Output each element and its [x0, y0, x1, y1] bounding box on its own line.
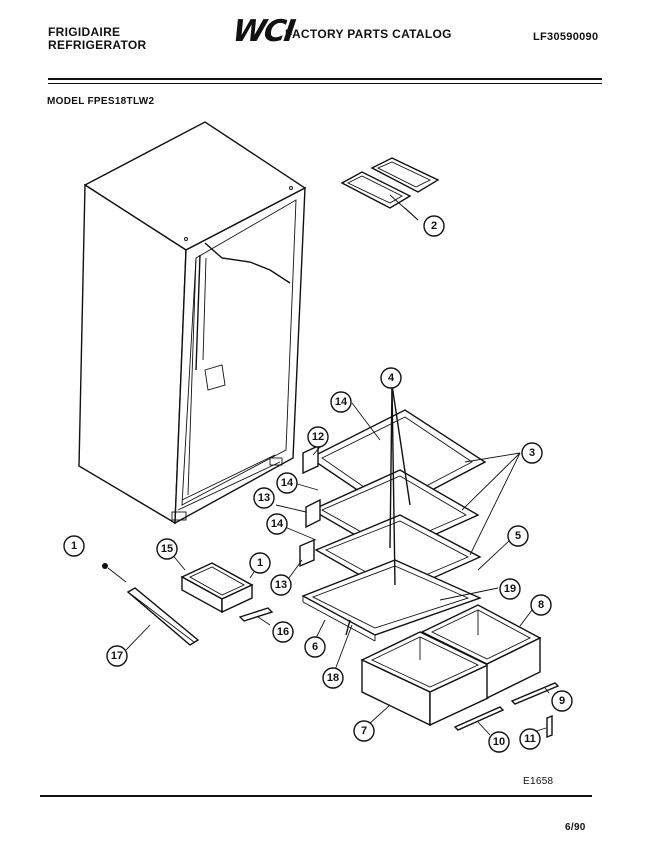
- shelf-top: [302, 409, 487, 513]
- svg-text:2: 2: [431, 220, 437, 232]
- callout-17: 17: [106, 645, 128, 667]
- callout-6: 6: [304, 636, 326, 658]
- callout-9: 9: [551, 690, 573, 712]
- callout-5: 5: [507, 525, 529, 547]
- svg-text:16: 16: [277, 626, 289, 638]
- svg-text:3: 3: [529, 447, 535, 459]
- header-rule-bottom: [48, 83, 602, 84]
- crisper-cover: [301, 559, 482, 642]
- header-rule-top: [48, 78, 602, 80]
- dairy-bin: [180, 562, 254, 614]
- shelf-lower: [299, 514, 482, 596]
- brand-line-1: FRIGIDAIRE: [48, 25, 121, 39]
- svg-text:15: 15: [161, 543, 173, 555]
- screw-1: [102, 563, 127, 583]
- callout-3: 3: [521, 442, 543, 464]
- svg-text:13: 13: [258, 492, 270, 504]
- callout-19: 19: [499, 578, 521, 600]
- ice-trays: [340, 157, 440, 209]
- cabinet: [78, 121, 307, 525]
- svg-text:17: 17: [111, 650, 123, 662]
- figure-code: E1658: [523, 776, 554, 787]
- leader-lines: [125, 194, 550, 736]
- svg-text:1: 1: [257, 557, 263, 569]
- callout-14-lower: 14: [266, 513, 288, 535]
- door-rail: [126, 587, 200, 646]
- callout-1-dairy: 1: [249, 552, 271, 574]
- shelf-stem-lines: [389, 384, 411, 586]
- callout-12: 12: [307, 426, 329, 448]
- drawer-slides: [453, 682, 560, 739]
- callout-11: 11: [519, 728, 541, 750]
- crisper-drawer-right: [420, 604, 542, 700]
- svg-text:9: 9: [559, 695, 565, 707]
- svg-text:14: 14: [335, 396, 348, 408]
- callout-10: 10: [488, 731, 510, 753]
- svg-text:18: 18: [327, 672, 339, 684]
- brand-line-2: REFRIGERATOR: [48, 38, 147, 52]
- callout-14-top: 14: [330, 391, 352, 413]
- svg-text:13: 13: [275, 579, 287, 591]
- date-code: 6/90: [565, 822, 586, 833]
- brand-name: FRIGIDAIRE REFRIGERATOR: [48, 26, 147, 52]
- callout-8: 8: [530, 594, 552, 616]
- svg-text:11: 11: [524, 733, 536, 745]
- catalog-number: LF30590090: [533, 31, 599, 43]
- svg-text:12: 12: [312, 431, 324, 443]
- svg-text:7: 7: [361, 725, 367, 737]
- svg-text:8: 8: [538, 599, 544, 611]
- callout-4: 4: [380, 367, 402, 389]
- callout-7: 7: [353, 720, 375, 742]
- svg-text:14: 14: [281, 477, 294, 489]
- callout-1-screw: 1: [63, 535, 85, 557]
- svg-text:19: 19: [504, 583, 516, 595]
- svg-text:10: 10: [493, 736, 505, 748]
- svg-text:5: 5: [515, 530, 521, 542]
- catalog-title: FACTORY PARTS CATALOG: [285, 27, 452, 41]
- callout-18: 18: [322, 667, 344, 689]
- callout-15: 15: [156, 538, 178, 560]
- footer-rule: [40, 795, 592, 797]
- callout-16: 16: [272, 621, 294, 643]
- svg-text:1: 1: [71, 540, 77, 552]
- svg-text:14: 14: [271, 518, 284, 530]
- model-label: MODEL FPES18TLW2: [47, 96, 155, 107]
- svg-text:4: 4: [388, 372, 395, 384]
- callout-13-upper: 13: [253, 487, 275, 509]
- callout-13-lower: 13: [270, 574, 292, 596]
- callout-2: 2: [423, 215, 445, 237]
- dairy-bin-rail: [238, 607, 274, 622]
- callout-14-middle: 14: [276, 472, 298, 494]
- svg-text:6: 6: [312, 641, 318, 653]
